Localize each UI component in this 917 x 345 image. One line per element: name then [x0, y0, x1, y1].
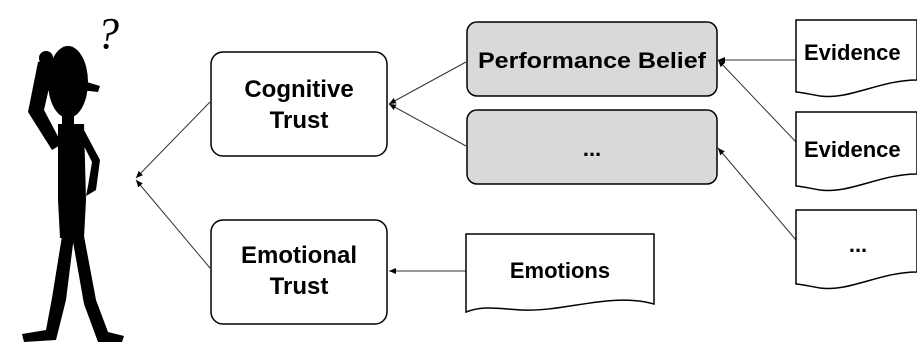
arrow-performance-to-cognitive [388, 61, 467, 105]
other-belief-node: ... [466, 109, 718, 185]
performance-belief-label: Performance Belief [478, 48, 707, 73]
connector-lines [135, 57, 797, 274]
emotions-label: Emotions [510, 258, 610, 283]
emotional-trust-node: Emotional Trust [210, 219, 388, 325]
evidence-3-label: ... [849, 232, 867, 257]
emotional-trust-label-line1: Emotional [241, 242, 357, 269]
evidence-node-3: ... [795, 209, 917, 290]
emotional-trust-label-line2: Trust [270, 273, 329, 300]
performance-belief-node: Performance Belief [466, 21, 718, 97]
evidence-node-1: Evidence [795, 19, 917, 98]
emotions-node: Emotions [465, 233, 655, 314]
arrow-emotional-to-person [135, 179, 211, 269]
cognitive-trust-node: Cognitive Trust [210, 51, 388, 157]
evidence-1-label: Evidence [804, 40, 901, 65]
evidence-node-2: Evidence [795, 111, 917, 192]
arrow-evidence3-to-other-belief [717, 147, 797, 241]
arrow-cognitive-to-person [135, 101, 211, 179]
thinking-person-icon: ? [22, 9, 124, 342]
question-mark: ? [97, 9, 119, 58]
evidence-2-label: Evidence [804, 137, 901, 162]
other-belief-label: ... [583, 136, 601, 161]
arrow-evidence2-to-performance [717, 59, 797, 143]
cognitive-trust-label-line2: Trust [270, 107, 329, 134]
cognitive-trust-label-line1: Cognitive [244, 76, 353, 103]
arrow-other-belief-to-cognitive [388, 103, 467, 147]
